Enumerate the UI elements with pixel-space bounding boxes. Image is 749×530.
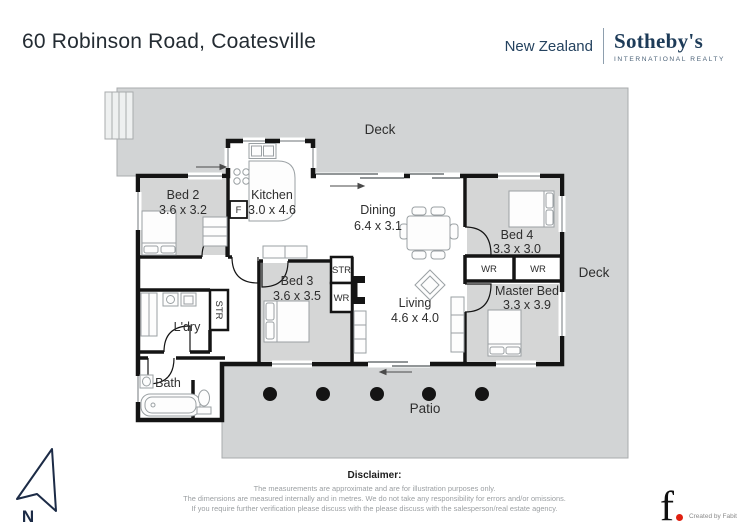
fabit-logo: f <box>659 484 674 530</box>
disclaimer-line-2: The dimensions are measured internally a… <box>183 494 566 503</box>
bed2-label: Bed 2 <box>167 188 200 202</box>
north-compass: N <box>16 448 57 526</box>
deck-right-label: Deck <box>579 265 610 280</box>
brand-name: Sotheby's <box>613 29 704 53</box>
dining-dims: 6.4 x 3.1 <box>354 219 402 233</box>
fridge-box <box>229 200 248 219</box>
brand-subtitle: INTERNATIONAL REALTY <box>613 56 725 63</box>
fireplace-icon <box>351 276 366 304</box>
master-bed-label: Master Bed <box>495 284 559 298</box>
windows <box>134 137 566 402</box>
laundry-str-label: STR <box>213 301 224 320</box>
bed3-label: Bed 3 <box>281 274 314 288</box>
master-bed-dims: 3.3 x 3.9 <box>503 298 551 312</box>
furniture <box>139 143 555 417</box>
disclaimer-title: Disclaimer: <box>347 470 402 481</box>
fridge-label: F <box>236 205 242 216</box>
laundry-label: L'dry <box>174 320 201 334</box>
bed2-furniture <box>141 210 228 256</box>
fabit-credit: f Created by Fabit <box>659 484 737 530</box>
living-dims: 4.6 x 4.0 <box>391 311 439 325</box>
kitchen-label: Kitchen <box>251 188 293 202</box>
bed3-wr-label: WR <box>334 293 350 304</box>
kitchen-fixtures <box>233 143 296 222</box>
disclaimer-block: Disclaimer: The measurements are approxi… <box>0 470 749 514</box>
disclaimer-line-3: If you require further verification plea… <box>191 504 558 513</box>
page-title: 60 Robinson Road, Coatesville <box>22 30 317 53</box>
slide-direction-arrows <box>196 163 412 376</box>
living-armchair <box>414 269 446 301</box>
deck-stairs <box>104 91 134 140</box>
bed2-dims: 3.6 x 3.2 <box>159 203 207 217</box>
brand-logo: New Zealand Sotheby's INTERNATIONAL REAL… <box>505 28 725 64</box>
dining-table-set <box>399 206 459 260</box>
sliding-doors <box>316 173 460 367</box>
bed4-wr-left-label: WR <box>481 264 497 275</box>
disclaimer-line-1: The measurements are approximate and are… <box>253 484 496 493</box>
patio-label: Patio <box>410 401 441 416</box>
fabit-credit-text: Created by Fabit <box>688 513 737 520</box>
bed4-label: Bed 4 <box>501 228 534 242</box>
patio-posts <box>263 387 489 401</box>
brand-region: New Zealand <box>504 37 593 55</box>
laundry-fixtures <box>140 292 197 337</box>
closets <box>208 255 354 332</box>
bed4-furniture <box>508 190 555 228</box>
master-bed-furniture <box>487 309 522 357</box>
bed4-dims: 3.3 x 3.0 <box>493 242 541 256</box>
living-cabinet <box>353 310 367 354</box>
bed3-furniture <box>262 245 310 343</box>
living-label: Living <box>399 296 432 310</box>
fabit-logo-dot <box>675 514 683 521</box>
dining-label: Dining <box>360 203 395 217</box>
living-sofa <box>450 296 465 353</box>
bath-label: Bath <box>155 376 181 390</box>
laundry-str-closet <box>208 288 230 332</box>
brand-name-block: Sotheby's INTERNATIONAL REALTY <box>614 29 725 63</box>
brand-divider <box>602 28 604 64</box>
bed3-dims: 3.6 x 3.5 <box>273 289 321 303</box>
kitchen-dims: 3.0 x 4.6 <box>248 203 296 217</box>
north-label: N <box>22 507 34 526</box>
deck-top-label: Deck <box>365 122 396 137</box>
bed3-str-label: STR <box>332 265 351 276</box>
bed4-wr-right-label: WR <box>530 264 546 275</box>
north-arrow-icon <box>16 448 57 512</box>
bath-fixtures <box>139 374 212 417</box>
